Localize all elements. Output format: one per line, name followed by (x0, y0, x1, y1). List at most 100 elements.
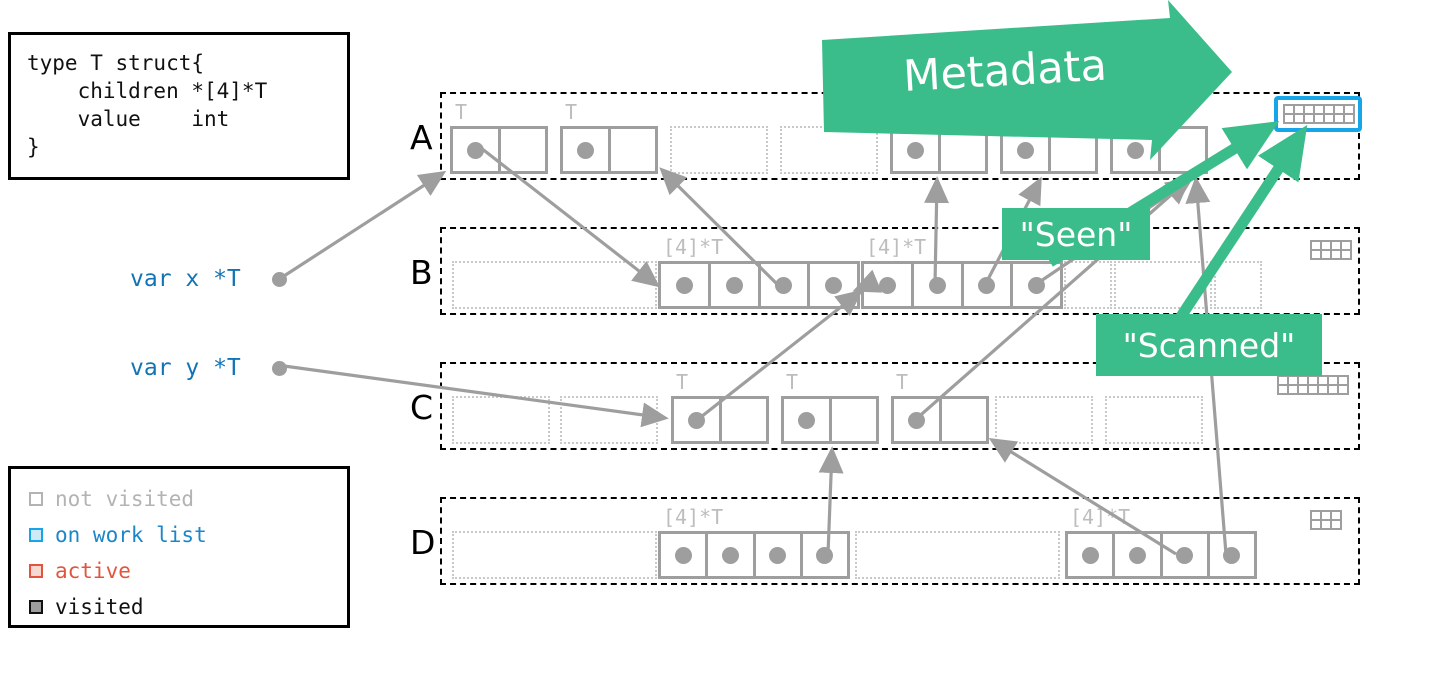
arrow-d3-cell2-to-object-c4 (988, 437, 1177, 556)
arrow-scanned-to-metadata (1175, 124, 1308, 322)
metadata-block-row-d[interactable] (1310, 510, 1342, 530)
legend-label-on-work-list: on work list (55, 523, 207, 547)
object-b1[interactable] (658, 261, 860, 309)
pointer-dot (675, 276, 693, 294)
pointer-dot (1176, 546, 1194, 564)
pointer-dot (775, 276, 793, 294)
object-cell-pointer (964, 264, 1014, 306)
heap-span-row-d (440, 497, 1360, 585)
arrow-d1-cell3-to-object-c3 (818, 446, 844, 555)
type-declaration-box: type T struct{ children *[4]*T value int… (8, 32, 350, 180)
callout-seen-label: "Seen" (1019, 214, 1133, 254)
legend-label-visited: visited (55, 595, 144, 619)
callout-scanned-label: "Scanned" (1122, 325, 1296, 365)
pointer-dot (825, 276, 843, 294)
object-cell-pointer (1163, 534, 1210, 576)
type-declaration-code: type T struct{ children *[4]*T value int… (27, 51, 268, 159)
pointer-dot (797, 411, 815, 429)
arrow-c2-to-object-b2 (691, 289, 864, 426)
callout-metadata: Metadata (818, 10, 1238, 130)
free-slot-c6 (1105, 396, 1203, 444)
type-label-c4: T (896, 370, 909, 394)
legend-label-not-visited: not visited (55, 487, 195, 511)
pointer-dot (1223, 546, 1241, 564)
arrow-y-to-object-c2 (283, 364, 669, 428)
object-cell-pointer (661, 264, 711, 306)
heap-span-row-c (440, 362, 1360, 450)
type-label-c3: T (786, 370, 799, 394)
metadata-block-row-c[interactable] (1277, 375, 1349, 395)
pointer-dot (906, 141, 924, 159)
metadata-cell (1337, 384, 1349, 395)
legend-swatch-on-work-list (29, 528, 43, 542)
free-slot-d0 (452, 531, 657, 579)
object-c3[interactable] (781, 396, 879, 444)
object-cell-pointer (1068, 534, 1116, 576)
legend-item-on-work-list: on work list (29, 517, 347, 553)
metadata-block-row-b[interactable] (1310, 240, 1352, 260)
pointer-dot (721, 546, 739, 564)
object-cell-pointer (661, 534, 709, 576)
row-label-b: B (410, 253, 433, 292)
arrow-x-to-object-a0 (283, 170, 447, 278)
object-cell-pointer (1003, 129, 1051, 171)
object-cell-pointer (864, 264, 914, 306)
metadata-row (1310, 519, 1342, 530)
callout-seen: "Seen" (1002, 208, 1150, 260)
var-y-label: var y *T (130, 355, 241, 381)
object-cell-pointer (1115, 534, 1163, 576)
legend-label-active: active (55, 559, 131, 583)
legend-item-visited: visited (29, 589, 347, 625)
object-d1[interactable] (658, 531, 850, 579)
arrow-b1-cell3-to-object-a1 (659, 167, 780, 287)
var-x-pointer-dot (272, 272, 287, 287)
object-a0[interactable] (450, 126, 548, 174)
legend-box: not visited on work list active visited (8, 466, 350, 628)
object-d3[interactable] (1065, 531, 1257, 579)
arrow-b2-cell2-to-object-b2 (852, 269, 883, 293)
pointer-dot (1128, 546, 1146, 564)
var-x-label: var x *T (130, 266, 241, 292)
object-cell-pointer (453, 129, 501, 171)
pointer-dot (466, 141, 484, 159)
pointer-dot (1081, 546, 1099, 564)
object-cell-pointer (708, 534, 756, 576)
free-slot-b0 (452, 261, 657, 309)
free-slot-a2 (670, 126, 768, 174)
type-label-d3: [4]*T (1070, 505, 1131, 529)
pointer-dot (878, 276, 896, 294)
metadata-cell (1340, 249, 1352, 260)
object-b2[interactable] (861, 261, 1063, 309)
type-label-d1: [4]*T (663, 505, 724, 529)
arrow-a0-to-object-b1 (480, 146, 661, 288)
object-cell-pointer (810, 264, 857, 306)
type-label-b1: [4]*T (663, 235, 724, 259)
object-c4[interactable] (891, 396, 989, 444)
legend-swatch-active (29, 564, 43, 578)
legend-item-active: active (29, 553, 347, 589)
type-label-c2: T (676, 370, 689, 394)
metadata-cell (1330, 519, 1342, 530)
pointer-dot (1016, 141, 1034, 159)
var-y-pointer-dot (272, 361, 287, 376)
object-cell-pointer (761, 264, 811, 306)
legend-swatch-visited (29, 600, 43, 614)
row-label-d: D (410, 523, 436, 562)
pointer-dot (576, 141, 594, 159)
pointer-dot (928, 276, 946, 294)
type-label-a1: T (565, 100, 578, 124)
object-cell-pointer (711, 264, 761, 306)
object-cell-pointer (893, 129, 941, 171)
type-label-a0: T (455, 100, 468, 124)
row-label-a: A (410, 118, 433, 157)
callout-scanned: "Scanned" (1096, 314, 1322, 376)
object-a1[interactable] (560, 126, 658, 174)
pointer-dot (725, 276, 743, 294)
free-slot-d2 (855, 531, 1060, 579)
pointer-dot (978, 276, 996, 294)
object-cell-pointer (784, 399, 832, 441)
metadata-block-row-a[interactable] (1274, 96, 1362, 132)
type-label-b2: [4]*T (866, 235, 927, 259)
pointer-dot (674, 546, 692, 564)
